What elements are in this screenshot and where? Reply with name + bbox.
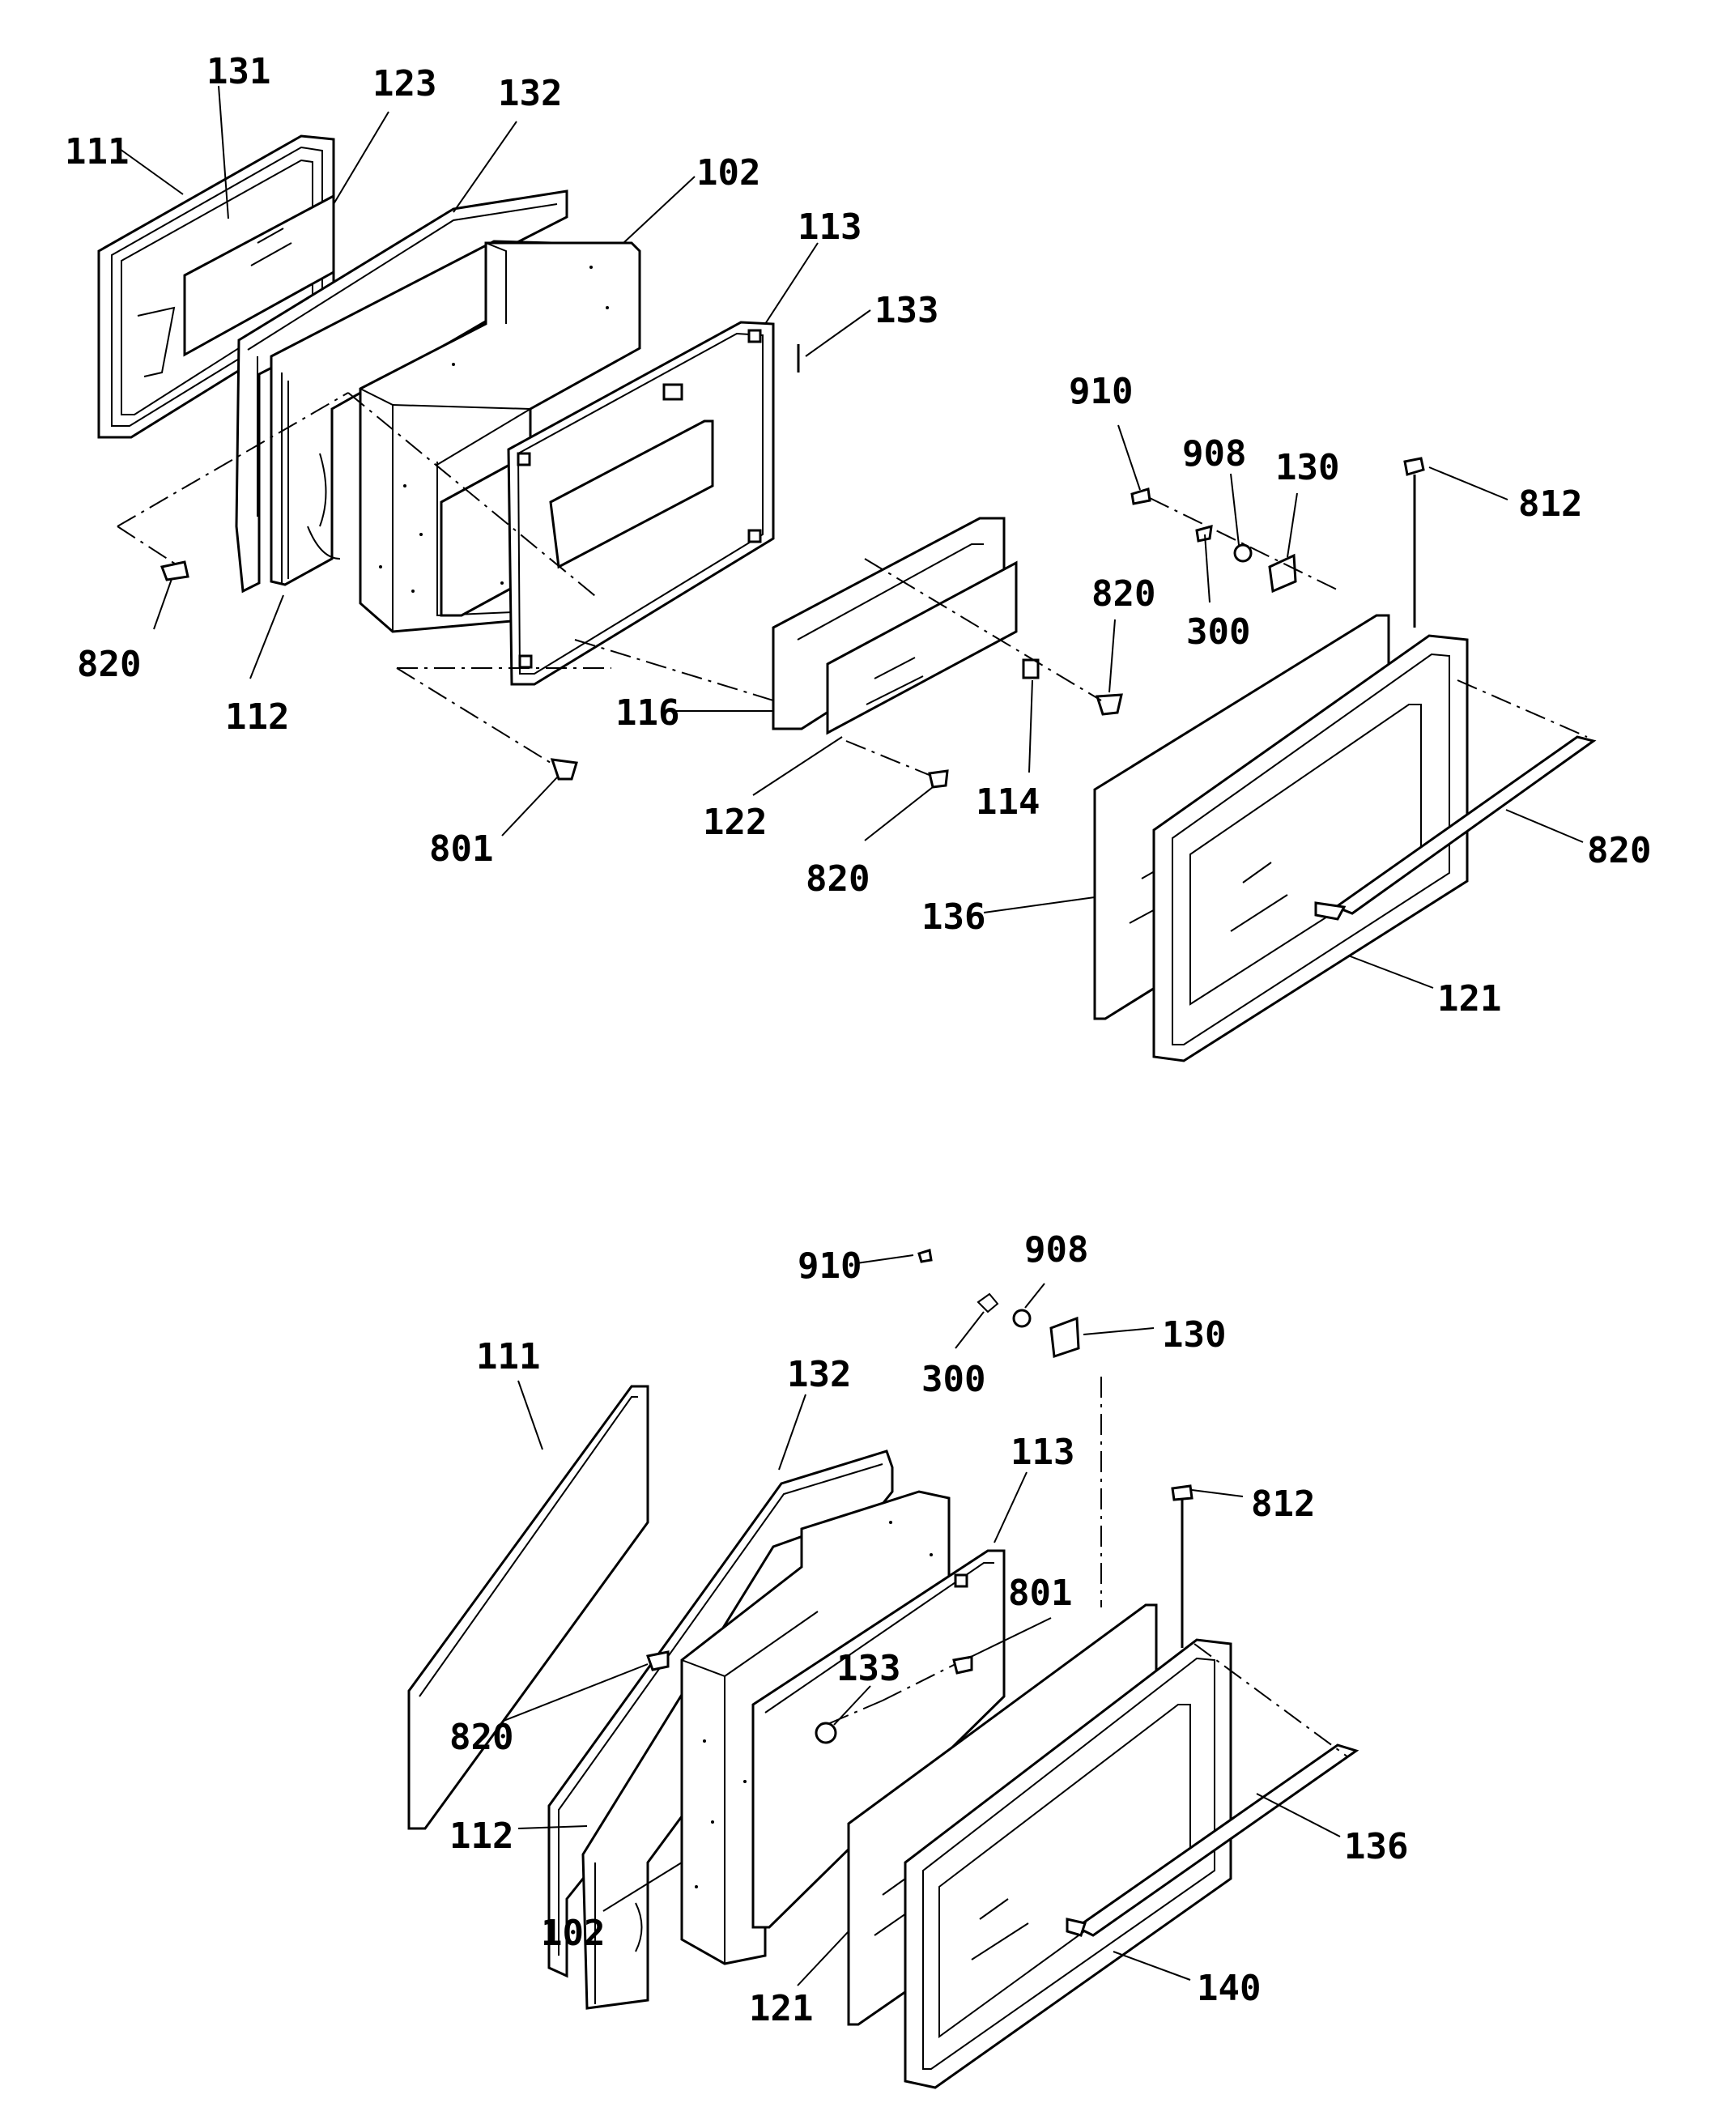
upper-exploded-view: 131 123 111 132 102 113 133 910 908 130 … <box>65 51 1651 1062</box>
callout-133: 133 <box>874 290 938 331</box>
door-handle-upper <box>1314 735 1597 921</box>
screw-801 <box>550 758 578 781</box>
callout-111: 111 <box>65 131 129 172</box>
callout-801-lower: 801 <box>1008 1573 1072 1614</box>
callout-121: 136 <box>921 896 985 938</box>
clip-114 <box>1022 658 1040 679</box>
callout-122: 122 <box>703 802 767 843</box>
screw-801-lower <box>952 1655 973 1675</box>
callout-812: 812 <box>1518 483 1582 525</box>
callout-123: 123 <box>372 63 436 104</box>
callout-121-lower: 121 <box>749 1988 813 2029</box>
callout-820-left: 820 <box>77 644 141 685</box>
callout-801: 801 <box>429 828 493 870</box>
callout-140-lower: 140 <box>1197 1968 1261 2009</box>
inner-door-panel-lower <box>751 1549 1006 1929</box>
outer-back-panel-lower <box>407 1385 649 1830</box>
callout-908: 908 <box>1182 433 1246 475</box>
callout-820-lower: 820 <box>806 858 870 900</box>
inner-door-panel <box>507 321 775 686</box>
callout-132-lower: 132 <box>787 1354 851 1395</box>
callout-102-lower: 102 <box>541 1913 605 1954</box>
callout-112-lower: 112 <box>449 1816 513 1857</box>
outer-door-frame-upper <box>1152 634 1469 1062</box>
inner-glass-panel <box>183 194 335 357</box>
callout-136-lower: 136 <box>1344 1826 1408 1867</box>
callout-132: 132 <box>498 73 562 114</box>
callout-820-right: 820 <box>1091 573 1155 615</box>
door-gasket-frame <box>235 189 568 594</box>
callout-116: 116 <box>615 692 679 734</box>
screw-820-right <box>1095 693 1123 716</box>
door-handle-lower <box>1066 1743 1359 1937</box>
callout-133-lower: 133 <box>836 1648 900 1689</box>
callout-113-lower: 113 <box>1011 1432 1074 1473</box>
callout-300-lower: 300 <box>921 1359 985 1400</box>
leader-lines-upper <box>119 85 1584 989</box>
callout-130-lower: 130 <box>1162 1314 1226 1356</box>
callout-130: 130 <box>1275 447 1339 488</box>
screw-812-lower <box>1171 1484 1194 1648</box>
callout-140: 121 <box>1437 978 1501 1020</box>
callout-111-lower: 111 <box>476 1336 540 1377</box>
screw-820-lower <box>928 769 949 789</box>
callout-131: 131 <box>206 51 270 92</box>
callout-113: 113 <box>798 206 862 248</box>
callout-908-lower: 908 <box>1024 1229 1088 1271</box>
outer-door-frame-lower <box>904 1638 1232 2089</box>
latch-hardware-lower <box>917 1249 1102 1607</box>
screw-820-left <box>160 560 189 581</box>
leader-lines-lower <box>503 1254 1341 1986</box>
callout-136: 820 <box>1587 830 1651 871</box>
screw-820-lower-view <box>646 1650 670 1671</box>
callout-102: 102 <box>696 152 760 194</box>
callout-112: 112 <box>225 696 289 738</box>
latch-hardware-upper <box>1130 457 1425 628</box>
callout-910: 910 <box>1069 371 1133 412</box>
callout-300: 300 <box>1186 611 1250 653</box>
lower-exploded-view: 910 908 130 300 111 132 113 812 801 133 … <box>407 1229 1408 2089</box>
grommet-133-lower <box>815 1722 837 1744</box>
window-frame-assembly <box>772 517 1018 735</box>
callout-114: 114 <box>976 781 1040 823</box>
callout-820-lower-view: 820 <box>449 1717 513 1758</box>
callout-812-lower: 812 <box>1251 1484 1315 1525</box>
callout-910-lower: 910 <box>798 1245 862 1287</box>
